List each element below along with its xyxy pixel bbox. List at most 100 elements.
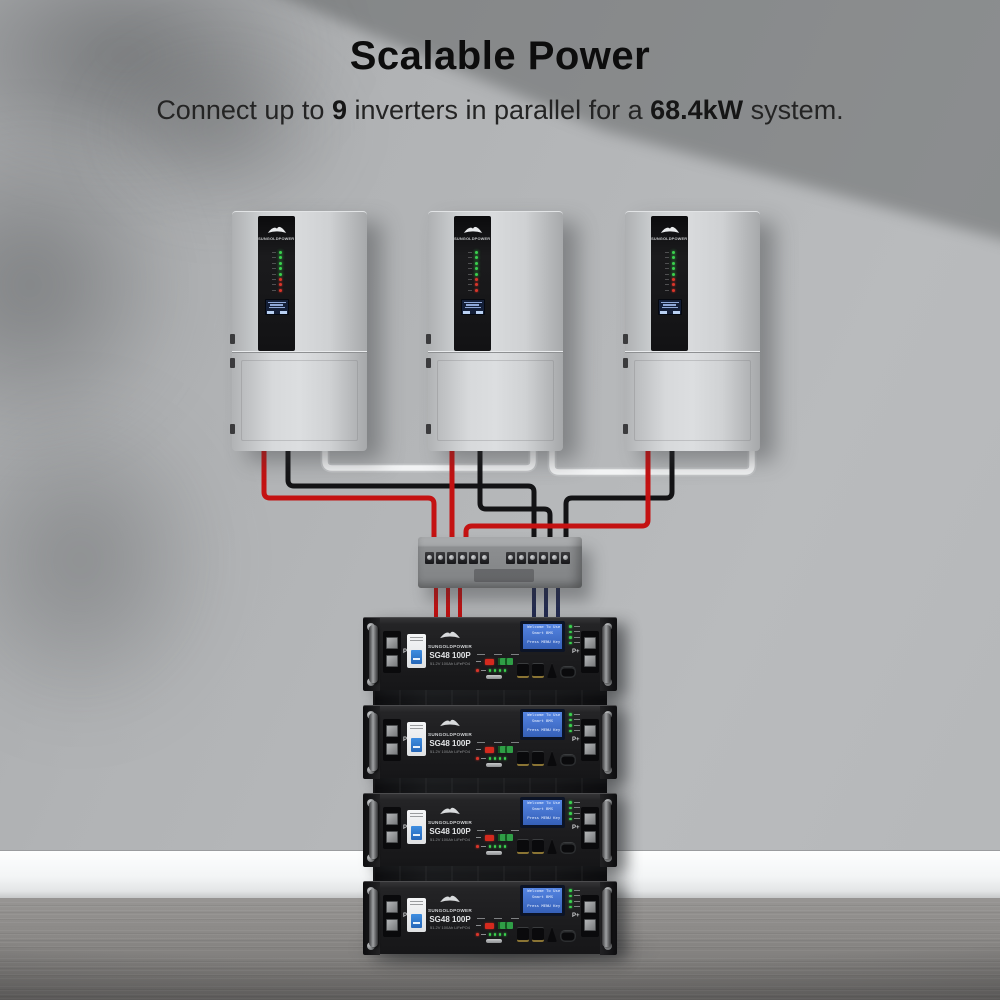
dc-negative-wire [285,444,537,560]
battery-model: SG48 100P [429,915,471,924]
lcd-line: Press MENU Key [527,903,561,909]
mounting-clip [623,334,628,344]
address-port [547,839,557,854]
breaker-switch [407,810,426,844]
terminal-negative-label: P- [403,737,409,743]
subtitle-text: inverters in parallel for a [346,95,651,125]
terminal-positive [581,895,599,937]
reset-button [485,746,494,753]
handle-right [602,713,611,771]
brand-text: SUNGOLDPOWER [427,908,473,914]
breaker-rocker [411,826,422,840]
status-led-column [272,251,282,292]
brand-text: SUNGOLDPOWER [427,644,473,650]
brand-logo-icon [463,226,482,233]
terminal-negative [383,895,401,937]
battery-lcd-screen: Welcome To Use Smart BMS Press MENU Key [520,621,565,652]
dc-negative-wire [563,444,675,560]
terminal-positive [581,631,599,673]
reset-button [485,658,494,665]
inverter-front-panel: SUNGOLDPOWER [454,216,491,351]
mounting-clip [230,424,235,434]
battery-spec: 51.2V 100Ah LiFePO4 [429,837,471,843]
busbar-slot [474,569,534,582]
lcd-line: Welcome To Use [527,624,561,630]
panel-seam [625,351,760,353]
battery-module: P- SUNGOLDPOWER SG48 100P 51.2V 100Ah Li… [363,793,617,867]
comm-ports [517,927,576,942]
battery-lcd-screen: Welcome To Use Smart BMS Press MENU Key [520,709,565,740]
bms-led-column [569,625,580,644]
address-port [547,751,557,766]
rj45-port [517,751,529,766]
lcd-line: Welcome To Use [527,712,561,718]
battery-lcd-screen: Welcome To Use Smart BMS Press MENU Key [520,797,565,828]
rj45-port [517,839,529,854]
terminal-negative-label: P- [403,913,409,919]
reset-button [485,922,494,929]
terminal-positive-label: P+ [572,737,580,743]
inverter-lower-panel [625,353,760,451]
brand-text: SUNGOLDPOWER [427,732,473,738]
handle-right [602,889,611,947]
subtitle-inverter-count: 9 [331,95,347,125]
control-cluster [476,834,518,855]
micro-labels [477,654,519,655]
battery-model: SG48 100P [429,827,471,836]
comm-ports [517,751,576,766]
subtitle-text: Connect up to [156,95,332,125]
handle-left [369,625,378,683]
mounting-clip [230,334,235,344]
battery-module: P- SUNGOLDPOWER SG48 100P 51.2V 100Ah Li… [363,881,617,955]
breaker-rocker [411,650,422,664]
brand-text: SUNGOLDPOWER [651,236,688,242]
comm-cable [549,440,755,475]
dc-positive-wire [261,444,437,560]
terminal-positive-label: P+ [572,649,580,655]
control-cluster [476,658,518,679]
page-title: Scalable Power [349,34,651,78]
brand-text: SUNGOLDPOWER [427,820,473,826]
handle-right [602,625,611,683]
control-cluster [476,746,518,767]
bms-led-column [569,713,580,732]
breaker-rocker [411,738,422,752]
battery-lcd-screen: Welcome To Use Smart BMS Press MENU Key [520,885,565,916]
busbar-positive-terminals [425,552,489,564]
rj45-port [532,663,544,678]
mounting-clip [426,424,431,434]
address-port [547,927,557,942]
lcd-line: Smart BMS [531,806,554,812]
rj45-port [517,663,529,678]
micro-labels [477,918,519,919]
battery-model: SG48 100P [429,651,471,660]
battery-spec: 51.2V 100Ah LiFePO4 [429,661,471,667]
dry-contact-connector [498,922,513,929]
battery-branding: SUNGOLDPOWER SG48 100P 51.2V 100Ah LiFeP… [420,890,480,931]
brand-logo-icon [440,719,460,727]
can-port [560,930,576,942]
control-cluster [476,922,518,943]
lcd-line: Press MENU Key [527,639,561,645]
breaker-switch [407,634,426,668]
busbar-negative-terminals [506,552,570,564]
battery-spec: 51.2V 100Ah LiFePO4 [429,749,471,755]
terminal-negative-label: P- [403,649,409,655]
battery-branding: SUNGOLDPOWER SG48 100P 51.2V 100Ah LiFeP… [420,714,480,755]
inverter-front-panel: SUNGOLDPOWER [258,216,295,351]
terminal-positive-label: P+ [572,913,580,919]
breaker-rocker [411,914,422,928]
micro-labels [477,830,519,831]
inverter-lcd-screen [264,298,289,315]
lcd-line: Smart BMS [531,894,554,900]
battery-model: SG48 100P [429,739,471,748]
handle-left [369,889,378,947]
inverter-unit: SUNGOLDPOWER [426,211,563,451]
dc-negative-wire [477,444,553,560]
subtitle-power-rating: 68.4kW [650,95,744,125]
lcd-line: Welcome To Use [527,800,561,806]
ground-stud [486,938,502,943]
brand-logo-icon [440,631,460,639]
rj45-port [532,839,544,854]
comm-cable [322,440,536,471]
